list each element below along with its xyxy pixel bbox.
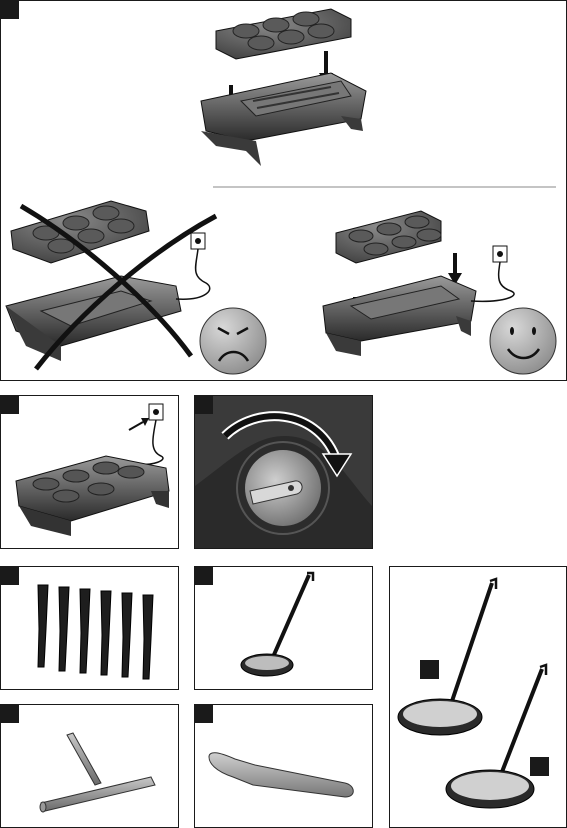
ladles-comparison-illustration [390,567,566,827]
wall-socket-icon [141,404,163,464]
spreader-illustration [1,705,178,827]
spatulas-illustration [1,567,178,689]
ladle-label-b [530,757,549,776]
sad-face-icon [200,308,266,374]
crepe-maker [16,456,169,536]
spatulas-panel [0,566,179,690]
spreader-panel [0,704,179,828]
plug-in-illustration [1,396,178,548]
panel-number-tag [1,567,19,585]
panel-number-tag [195,705,213,723]
thermostat-illustration [195,396,372,548]
panel-number-tag [1,396,19,414]
arrow-right-icon [129,418,149,430]
thermostat-panel [194,395,373,549]
ladle-label-a [420,660,439,679]
base-wrong [6,276,181,361]
happy-face-icon [490,308,556,374]
assembly-panel [0,0,567,381]
panel-number-tag [1,1,19,19]
base-top-center [201,73,366,166]
plate-top-center [216,9,351,59]
small-ladle-illustration [195,567,372,689]
small-ladle-panel [194,566,373,690]
turner-panel [194,704,373,828]
plate-correct [336,211,441,263]
assembly-illustration [1,1,566,380]
wall-socket-icon-correct [471,246,514,301]
wall-socket-icon [176,233,210,299]
ladles-comparison-panel [389,566,567,828]
panel-number-tag [1,705,19,723]
plug-in-panel [0,395,179,549]
turner-illustration [195,705,372,827]
panel-number-tag [195,567,213,585]
panel-number-tag [195,396,213,414]
base-correct [323,276,476,356]
